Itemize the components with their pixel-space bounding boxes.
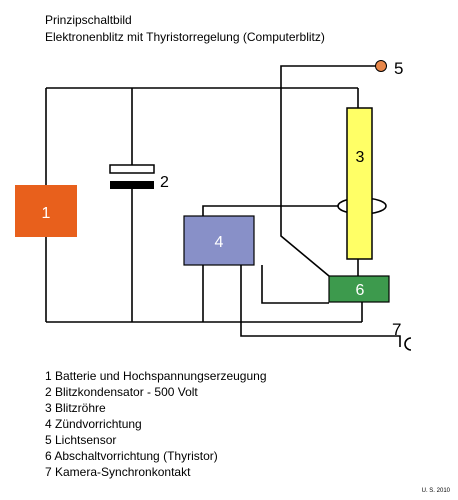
light-sensor-label: 5 [394, 59, 403, 78]
legend-item: 7 Kamera-Synchronkontakt [45, 465, 191, 479]
flash-tube [346, 107, 373, 260]
ignition-block [183, 215, 255, 266]
diagram-subtitle: Elektronenblitz mit Thyristorregelung (C… [45, 30, 325, 44]
battery-label: 1 [42, 205, 51, 222]
wire-sync-contact [240, 265, 401, 347]
capacitor-plate-bottom [110, 181, 154, 189]
author-credit: U. S. 2010 [421, 488, 450, 494]
capacitor-label: 2 [160, 174, 169, 191]
legend-item: 3 Blitzröhre [45, 401, 106, 415]
thyristor-block [328, 275, 390, 303]
legend-item: 5 Lichtsensor [45, 433, 117, 447]
thyristor-label: 6 [356, 282, 365, 299]
legend-item: 6 Abschaltvorrichtung (Thyristor) [45, 449, 218, 463]
sync-contact-fork [404, 337, 412, 351]
diagram-title: Prinzipschaltbild [45, 13, 132, 27]
light-sensor [375, 60, 387, 72]
capacitor-plate-top [109, 164, 155, 174]
legend-item: 1 Batterie und Hochspannungserzeugung [45, 369, 267, 383]
title-block: Prinzipschaltbild Elektronenblitz mit Th… [45, 12, 325, 46]
wires [45, 65, 412, 351]
legend-list: 1 Batterie und Hochspannungserzeugung 2 … [45, 368, 267, 480]
wire-ignition-thyristor [261, 265, 329, 304]
ignition-label: 4 [215, 234, 224, 251]
battery-block [15, 185, 77, 237]
legend-item: 4 Zündvorrichtung [45, 417, 142, 431]
flash-tube-label: 3 [356, 149, 365, 166]
wire-light-sensor [280, 65, 381, 277]
sync-contact-label: 7 [392, 320, 401, 339]
wire-ignition-trigger [202, 205, 338, 216]
legend-item: 2 Blitzkondensator - 500 Volt [45, 385, 198, 399]
